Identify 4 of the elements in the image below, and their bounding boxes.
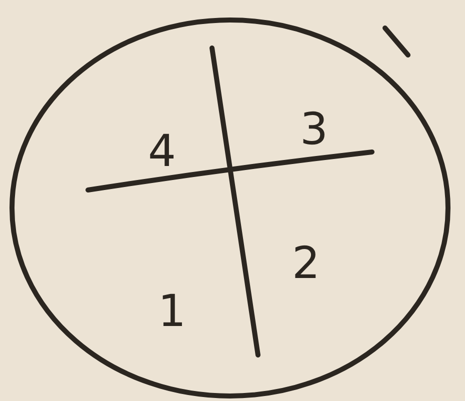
quadrant-number: 1 [158,290,186,334]
quadrant-number: 2 [292,242,320,286]
quadrant-number: 4 [148,130,176,174]
quadrant-number: 3 [300,108,328,152]
